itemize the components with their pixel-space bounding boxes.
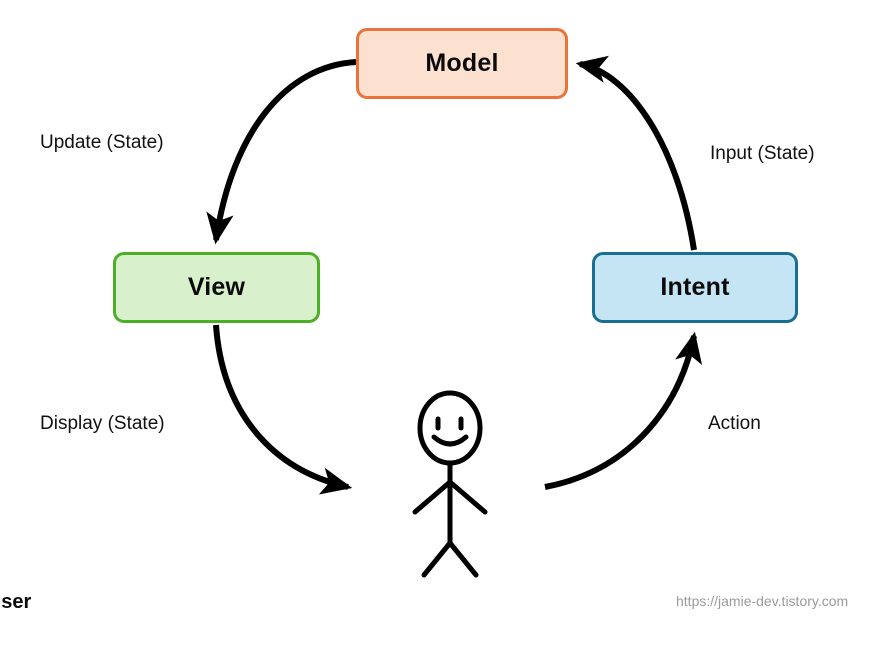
edge-label-display-state: Display (State) <box>40 413 165 434</box>
watermark: https://jamie-dev.tistory.com <box>676 593 849 609</box>
stick-figure-leg-left <box>421 540 453 578</box>
actor-user-label-text: User <box>0 591 32 613</box>
arrow-view-to-user <box>213 324 353 495</box>
stick-figure-arm-left <box>412 479 453 515</box>
actor-user-label: User <box>0 592 884 612</box>
node-intent-label: Intent <box>660 273 730 301</box>
stick-figure-leg-right <box>447 540 479 578</box>
node-model-label: Model <box>425 49 499 77</box>
edge-label-input-state: Input (State) <box>710 143 815 164</box>
stick-figure-smile <box>431 434 469 447</box>
node-view-label: View <box>187 273 246 301</box>
edge-label-action: Action <box>708 413 761 434</box>
node-model[interactable]: Model <box>356 28 568 99</box>
arrow-model-to-view <box>206 59 357 245</box>
stick-figure-arm-right <box>447 479 488 515</box>
arrow-intent-to-model <box>575 55 697 251</box>
stick-figure-icon <box>412 390 488 578</box>
edge-label-update-state: Update (State) <box>40 132 164 153</box>
arrow-user-to-intent <box>544 331 703 490</box>
stick-figure-head <box>417 390 483 466</box>
node-intent[interactable]: Intent <box>592 252 798 323</box>
node-view[interactable]: View <box>113 252 320 323</box>
